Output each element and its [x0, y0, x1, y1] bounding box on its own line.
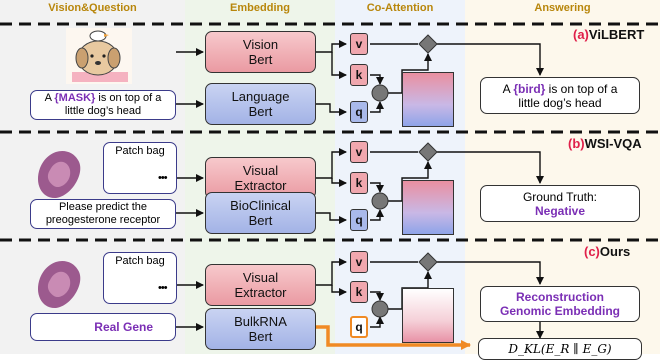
panel-c-ellipsis: •••: [158, 282, 168, 294]
header-answering: Answering: [534, 2, 591, 14]
panel-a-question-line1: A {MASK} is on top of a: [45, 92, 162, 105]
panel-c-gene-label: Real Gene: [94, 319, 153, 334]
panel-c-kl-loss-text: D_KL(E_R ∥ E_G): [508, 342, 612, 356]
header-co-attention: Co-Attention: [366, 2, 434, 14]
encoder-bulkrna-bert-line1: BulkRNA: [234, 314, 287, 329]
encoder-bulkrna-bert-line2: Bert: [248, 329, 273, 344]
panel-a-answer-line2: little dog’s head: [518, 95, 602, 110]
panel-a-answer-line1: A {bird} is on top of a: [503, 82, 618, 96]
header-vision-question: Vision&Question: [48, 2, 137, 14]
panel-a-answer-word: {bird}: [513, 81, 546, 96]
panel-a-question: A {MASK} is on top of a little dog’s hea…: [30, 90, 176, 120]
panel-b-answer-line1: Ground Truth:: [522, 189, 598, 204]
encoder-visual-extractor-c-line2: Extractor: [234, 285, 287, 300]
panel-b-ellipsis: •••: [158, 172, 168, 184]
panel-c-patch-bag-label: Patch bag: [115, 255, 165, 267]
panel-c-k-token: k: [350, 281, 368, 303]
encoder-language-bert-line1: Language: [231, 89, 290, 104]
panel-c-q-token: q: [350, 316, 368, 338]
panel-a-answer-line1-rest: is on top of a: [545, 81, 618, 96]
panel-a-tag-letter: (a): [573, 27, 589, 42]
encoder-vision-bert-line1: Vision: [242, 37, 279, 52]
panel-a-answer-prefix: A: [502, 81, 514, 96]
panel-c-v-token: v: [350, 251, 368, 273]
panel-c-tag: (c)Ours: [584, 244, 630, 259]
panel-b-tag-name: WSI-VQA: [584, 136, 642, 151]
panel-a-q-token: q: [350, 101, 368, 123]
encoder-language-bert-line2: Bert: [248, 104, 273, 119]
panel-a-question-mask: {MASK}: [54, 92, 96, 104]
panel-c-kl-loss: D_KL(E_R ∥ E_G): [478, 338, 642, 360]
encoder-bioclinical-bert-line1: BioClinical: [230, 198, 291, 213]
panel-b-attention-map: [402, 180, 454, 235]
panel-b-q-token: q: [350, 209, 368, 231]
encoder-vision-bert-line2: Bert: [248, 52, 273, 67]
panel-a-k-token: k: [350, 64, 368, 86]
panel-b-tag-letter: (b): [568, 136, 585, 151]
panel-b-question-line1: Please predict the: [58, 201, 148, 213]
panel-b-patch-bag: Patch bag: [103, 142, 177, 194]
encoder-visual-extractor-c: Visual Extractor: [205, 264, 316, 306]
panel-a-v-token: v: [350, 33, 368, 55]
panel-a-attention-map: [402, 72, 454, 127]
panel-b-patch-bag-label: Patch bag: [115, 145, 165, 157]
panel-c-answer: Reconstruction Genomic Embedding: [480, 286, 640, 322]
panel-c-tag-letter: (c): [584, 244, 600, 259]
panel-c-patch-bag: Patch bag: [103, 252, 177, 304]
panel-b-answer: Ground Truth: Negative: [480, 185, 640, 222]
panel-a-question-line2: little dog’s head: [64, 105, 142, 117]
encoder-visual-extractor-b-line2: Extractor: [234, 178, 287, 193]
panel-c-tag-name: Ours: [599, 244, 631, 259]
panel-a-answer: A {bird} is on top of a little dog’s hea…: [480, 77, 640, 114]
panel-c-answer-line2: Genomic Embedding: [499, 304, 620, 318]
panel-b-answer-line2: Negative: [534, 203, 586, 218]
encoder-visual-extractor-c-line1: Visual: [242, 270, 279, 285]
panel-a-question-prefix: A: [44, 92, 55, 104]
panel-a-tag-name: ViLBERT: [588, 27, 645, 42]
header-embedding: Embedding: [230, 2, 290, 14]
encoder-bulkrna-bert: BulkRNA Bert: [205, 308, 316, 350]
panel-b-k-token: k: [350, 172, 368, 194]
encoder-vision-bert: Vision Bert: [205, 31, 316, 73]
panel-b-question: Please predict the preogesterone recepto…: [30, 199, 176, 229]
panel-b-tag: (b)WSI-VQA: [568, 136, 642, 151]
panel-c-answer-line1: Reconstruction: [515, 290, 604, 304]
panel-b-question-line2: preogesterone receptor: [45, 214, 161, 226]
encoder-bioclinical-bert-line2: Bert: [248, 213, 273, 228]
encoder-bioclinical-bert: BioClinical Bert: [205, 192, 316, 234]
panel-c-attention-map: [402, 288, 454, 343]
encoder-language-bert: Language Bert: [205, 83, 316, 125]
panel-a-question-line1-text: is on top of a: [95, 92, 162, 104]
panel-b-v-token: v: [350, 141, 368, 163]
encoder-visual-extractor-b-line1: Visual: [242, 163, 279, 178]
panel-a-tag: (a)ViLBERT: [573, 27, 644, 42]
panel-c-gene-box: Real Gene: [30, 313, 176, 341]
